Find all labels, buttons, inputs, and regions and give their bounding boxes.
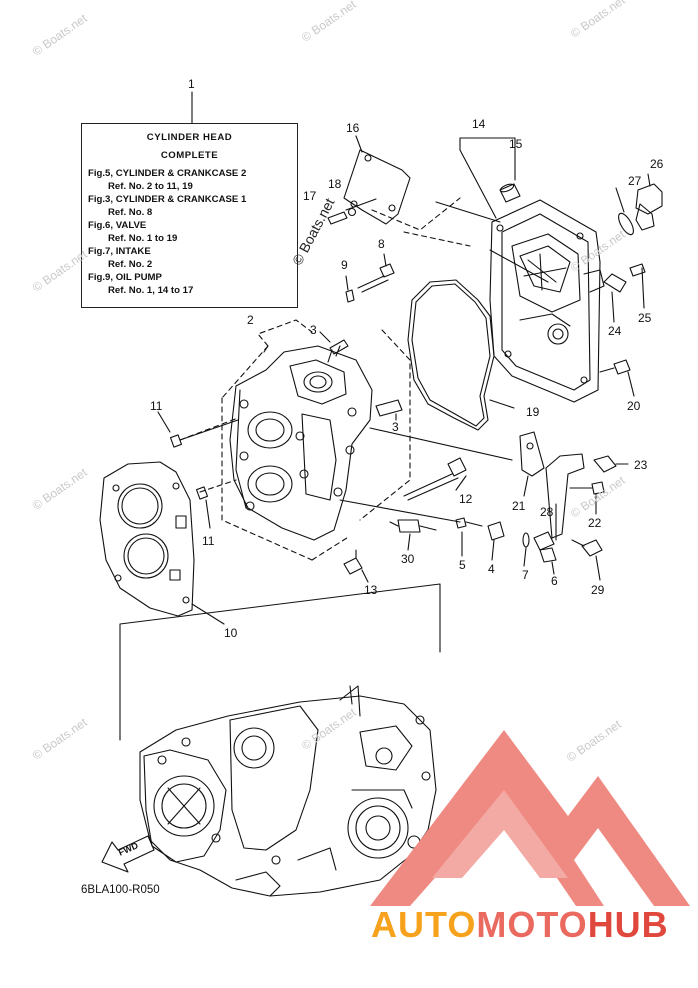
info-line: Fig.3, CYLINDER & CRANKCASE 1	[88, 194, 247, 205]
info-line: Ref. No. 2 to 11, 19	[108, 181, 193, 192]
info-title-1: CYLINDER HEAD	[146, 132, 233, 143]
bracket-14	[459, 137, 516, 151]
callout-15: 15	[509, 137, 523, 151]
callout-11: 11	[150, 399, 163, 413]
info-title-2: COMPLETE	[160, 150, 219, 161]
callout-28: 28	[540, 505, 554, 519]
part-14-head-cover	[489, 199, 605, 403]
part-23-clip	[593, 455, 629, 473]
part-11-dowel	[157, 411, 211, 529]
leader-lines	[179, 201, 549, 523]
callout-6: 6	[551, 574, 558, 588]
part-24-clamp	[603, 273, 627, 323]
info-line: Ref. No. 2	[108, 259, 153, 270]
part-13-bolt	[343, 549, 369, 583]
leader-14	[459, 149, 497, 219]
part-27-oring	[615, 187, 634, 236]
callout-22: 22	[588, 516, 602, 530]
brand-wordmark: AUTOMOTOHUB	[371, 904, 669, 946]
info-line: Fig.6, VALVE	[88, 220, 147, 231]
callout-25: 25	[638, 311, 652, 325]
brand-part-auto: AUTO	[371, 904, 477, 945]
callout-7: 7	[522, 568, 529, 582]
diagram-code: 6BLA100-R050	[81, 884, 160, 896]
callout-1: 1	[188, 77, 195, 91]
fwd-arrow	[101, 835, 155, 873]
info-line: Ref. No. 1, 14 to 17	[108, 285, 194, 296]
part-16-gasket-plate	[343, 135, 411, 225]
part-28-bracket	[545, 453, 585, 541]
callout-20: 20	[627, 399, 641, 413]
info-line: Ref. No. 1 to 19	[108, 233, 178, 244]
callout-21: 21	[512, 499, 526, 513]
callout-27: 27	[628, 174, 642, 188]
part-12-bolt	[403, 457, 467, 501]
callout-5: 5	[459, 558, 466, 572]
callout-16: 16	[346, 121, 360, 135]
part-3-stud-b	[375, 399, 403, 421]
crankcase-assembly	[139, 685, 437, 897]
part-22-bolt	[569, 481, 605, 515]
part-25-bolt	[629, 263, 646, 309]
callout-19: 19	[526, 405, 540, 419]
callout-18: 18	[328, 177, 342, 191]
part-15-pin	[499, 183, 521, 203]
part-10-head-gasket	[99, 461, 225, 625]
brand-logo-mark	[370, 730, 690, 906]
callout-3: 3	[310, 323, 317, 337]
callout-23: 23	[634, 458, 648, 472]
brand-part-hub: HUB	[587, 904, 669, 945]
callout-3b: 3	[392, 420, 399, 434]
part-29-clamp	[571, 539, 603, 581]
part-2-cylinder-head	[229, 345, 373, 541]
info-line: Ref. No. 8	[108, 207, 153, 218]
part-8-bolt	[357, 253, 395, 293]
info-line: Fig.9, OIL PUMP	[88, 272, 162, 283]
brand-part-moto: MOTO	[476, 904, 588, 945]
crankcase-bracket	[119, 583, 441, 741]
part-30-sensor	[389, 519, 437, 551]
info-box-cylinder-head: CYLINDER HEAD COMPLETE Fig.5, CYLINDER &…	[81, 123, 298, 308]
callout-8: 8	[378, 237, 385, 251]
callout-17: 17	[303, 189, 317, 203]
callout-12: 12	[459, 492, 473, 506]
callout-30: 30	[401, 552, 415, 566]
callout-10: 10	[224, 626, 238, 640]
part-17-18-bolts	[327, 198, 377, 225]
part-5-bolt	[455, 517, 483, 557]
part-9-pin	[345, 275, 355, 303]
callout-29: 29	[591, 583, 605, 597]
part-3-stud	[319, 331, 349, 363]
callout-9: 9	[341, 258, 348, 272]
part-21-bracket	[519, 431, 545, 497]
dashed-guides	[179, 197, 471, 561]
part-26-oil-cap	[635, 173, 663, 231]
callout-13: 13	[364, 583, 378, 597]
callout-14: 14	[472, 117, 486, 131]
callout-4: 4	[488, 562, 495, 576]
part-7-oring	[522, 532, 530, 567]
part-20-bolt	[599, 359, 635, 397]
callout-24: 24	[608, 324, 622, 338]
callout-11b: 11	[202, 534, 215, 548]
info-line: Fig.7, INTAKE	[88, 246, 151, 257]
callout-26: 26	[650, 157, 664, 171]
part-4-sleeve	[487, 521, 505, 561]
part-6-plug	[533, 531, 557, 575]
info-line: Fig.5, CYLINDER & CRANKCASE 2	[88, 168, 247, 179]
part-19-cover-gasket	[407, 279, 515, 431]
callout-2: 2	[247, 313, 254, 327]
